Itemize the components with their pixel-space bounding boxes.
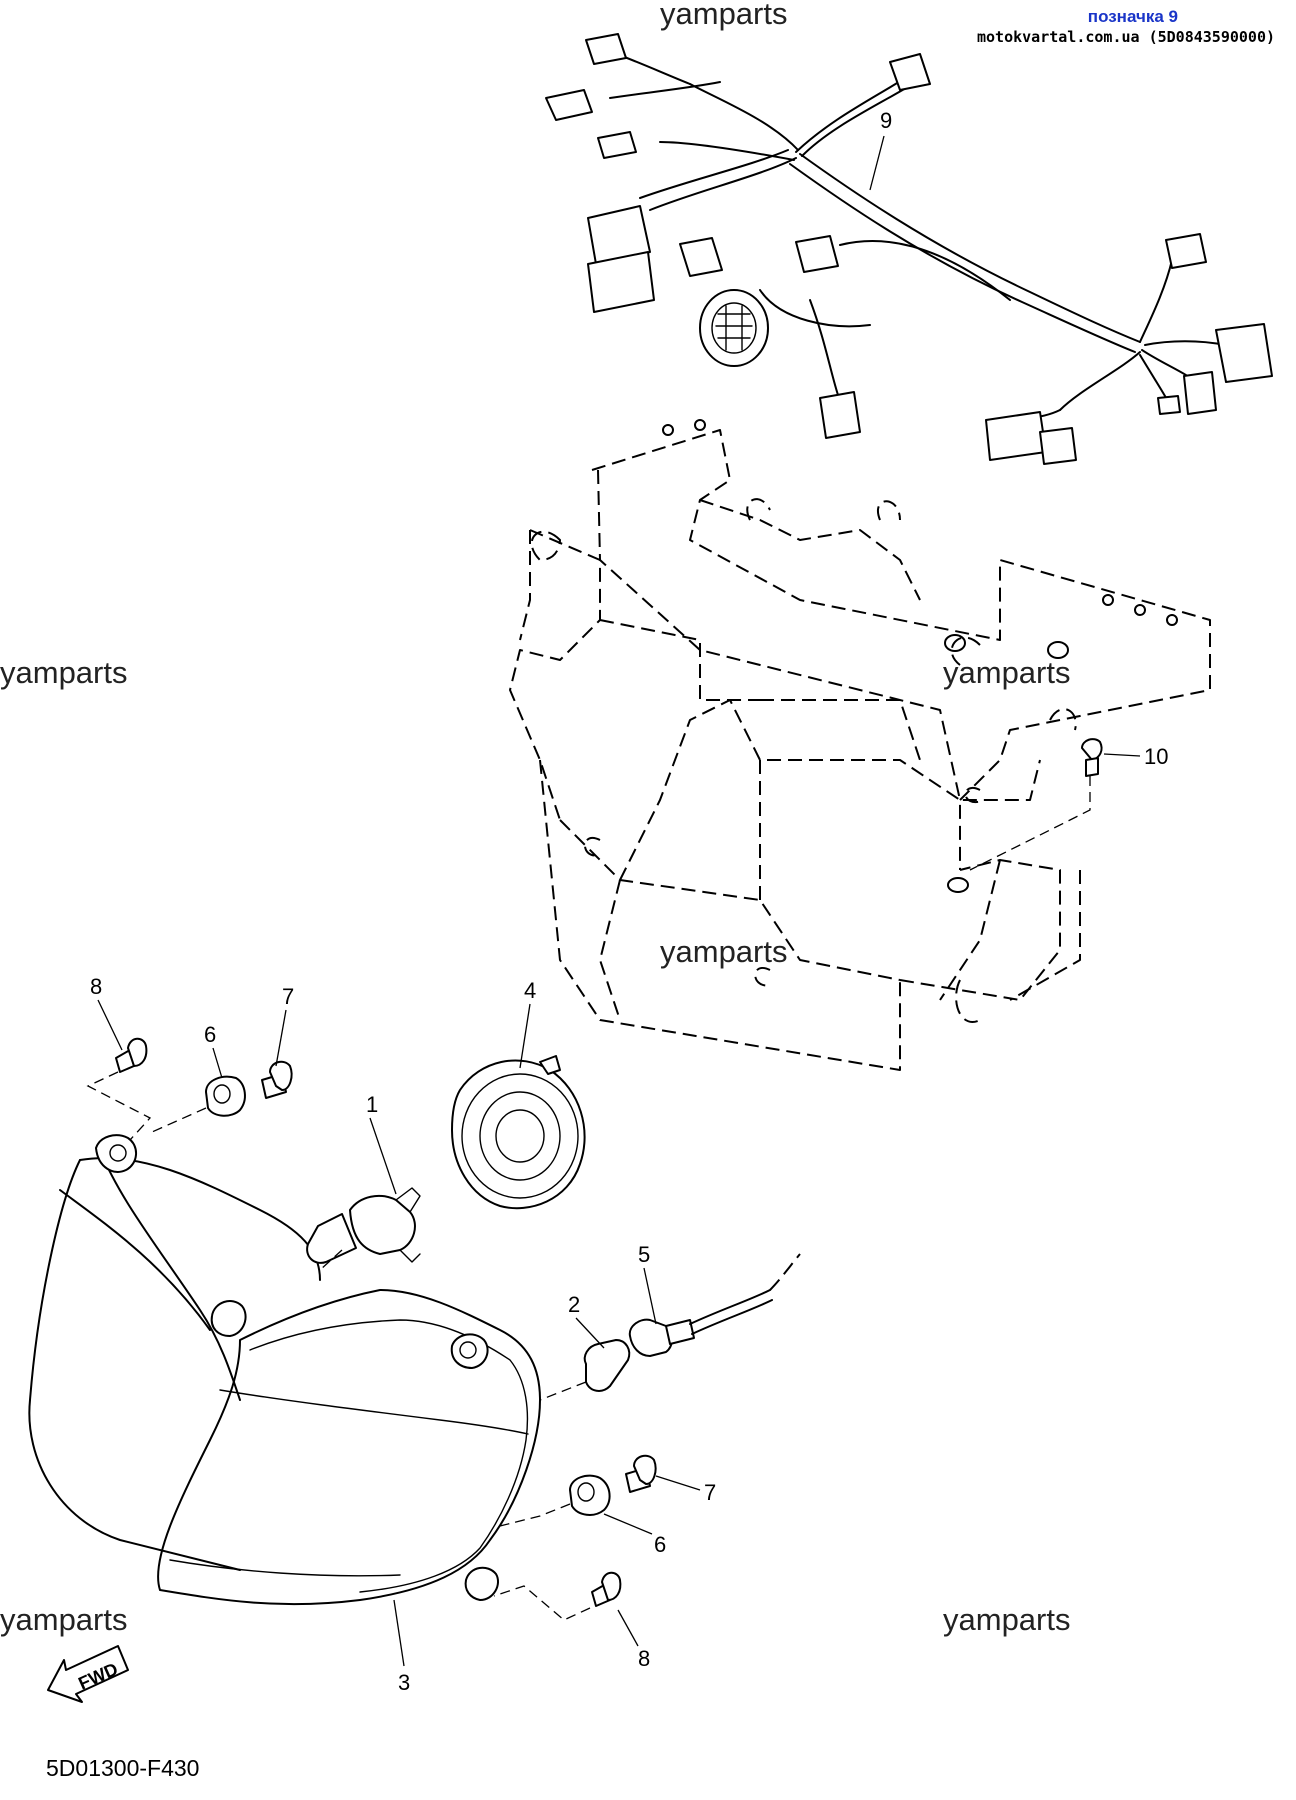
- callout-1: 1: [366, 1092, 378, 1117]
- callout-9: 9: [880, 108, 892, 133]
- source-label: motokvartal.com.ua (5D0843590000): [977, 28, 1275, 46]
- bolt-part-8-lower: [591, 1571, 622, 1607]
- leader-lines: [86, 135, 1141, 1667]
- callout-6-upper: 6: [204, 1022, 216, 1047]
- socket-part-5: [628, 1253, 801, 1357]
- bolt-part-8-upper: [115, 1037, 148, 1073]
- bolt-part-10: [1081, 738, 1103, 777]
- callout-10: 10: [1144, 744, 1168, 769]
- watermark-bottom-left: yamparts: [0, 1602, 127, 1637]
- watermark-top: yamparts: [660, 0, 787, 31]
- callout-6-lower: 6: [654, 1532, 666, 1557]
- callout-8-lower: 8: [638, 1646, 650, 1671]
- screw-part-7-upper: [261, 1060, 293, 1099]
- wire-harness: [545, 33, 1273, 465]
- headlight-assembly: [28, 1134, 541, 1606]
- callout-5: 5: [638, 1242, 650, 1267]
- screw-part-7-lower: [625, 1454, 657, 1493]
- bulb-part-2: [583, 1339, 631, 1392]
- mark-label: позначка 9: [1088, 7, 1178, 26]
- grommet-part-6-upper: [205, 1075, 246, 1117]
- frame-outline: [509, 419, 1211, 1071]
- callout-4: 4: [524, 978, 536, 1003]
- callout-8-upper: 8: [90, 974, 102, 999]
- cover-part-4: [451, 1055, 586, 1210]
- callout-3: 3: [398, 1670, 410, 1695]
- bulb-part-1: [306, 1187, 421, 1264]
- watermark-right-mid: yamparts: [943, 655, 1070, 690]
- diagram-code: 5D01300-F430: [46, 1755, 199, 1781]
- fwd-arrow-icon: FWD: [47, 1645, 129, 1703]
- watermark-center: yamparts: [660, 934, 787, 969]
- callout-7-lower: 7: [704, 1480, 716, 1505]
- watermark-bottom-right: yamparts: [943, 1602, 1070, 1637]
- callout-2: 2: [568, 1292, 580, 1317]
- watermark-left: yamparts: [0, 655, 127, 690]
- grommet-part-6-lower: [569, 1474, 611, 1516]
- callout-7-upper: 7: [282, 984, 294, 1009]
